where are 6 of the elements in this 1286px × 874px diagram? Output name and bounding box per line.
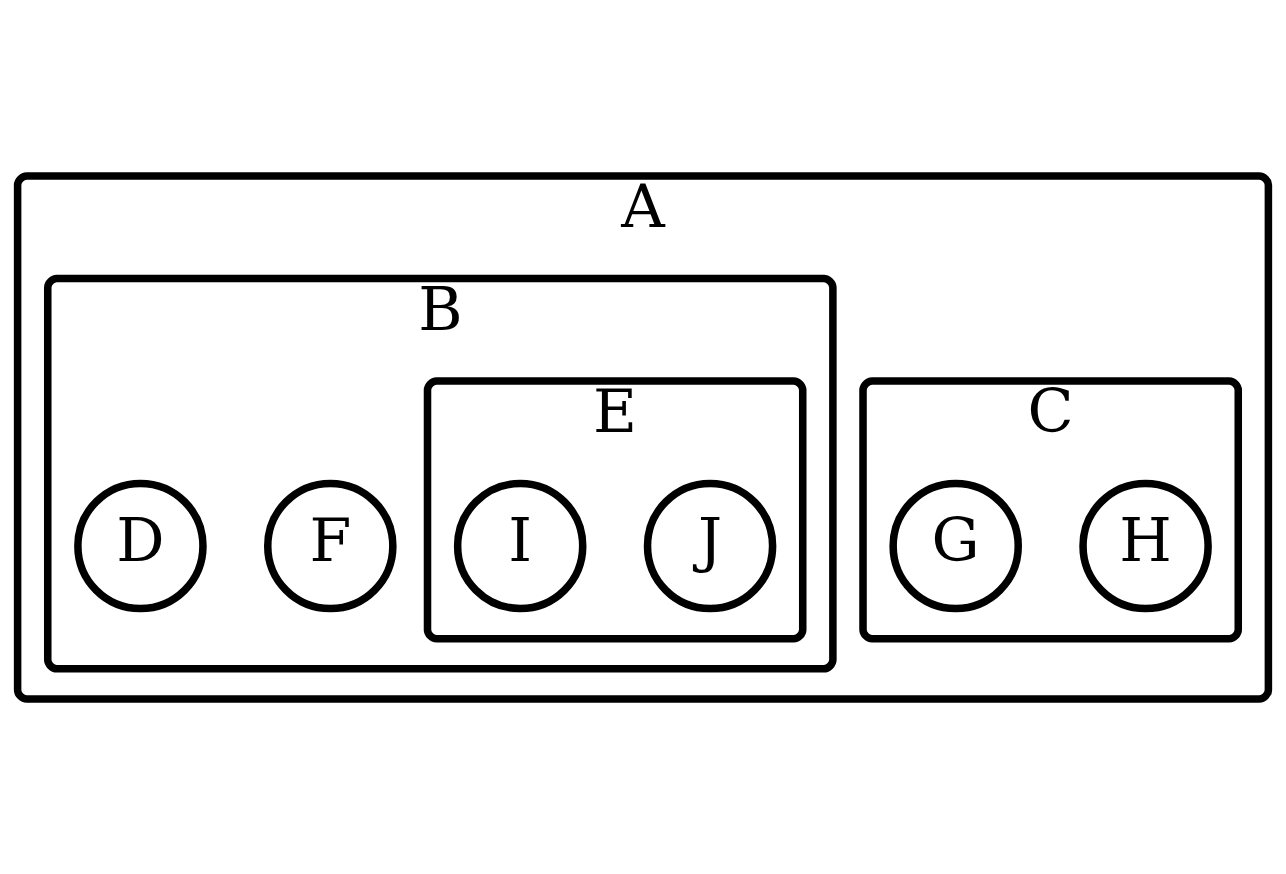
node-circle: I	[453, 479, 587, 612]
node-circle: J	[643, 479, 777, 612]
node-circle: H	[1079, 479, 1212, 612]
node-circle: F	[264, 479, 397, 612]
node-circle: G	[889, 479, 1022, 612]
node-circle: D	[74, 479, 207, 612]
